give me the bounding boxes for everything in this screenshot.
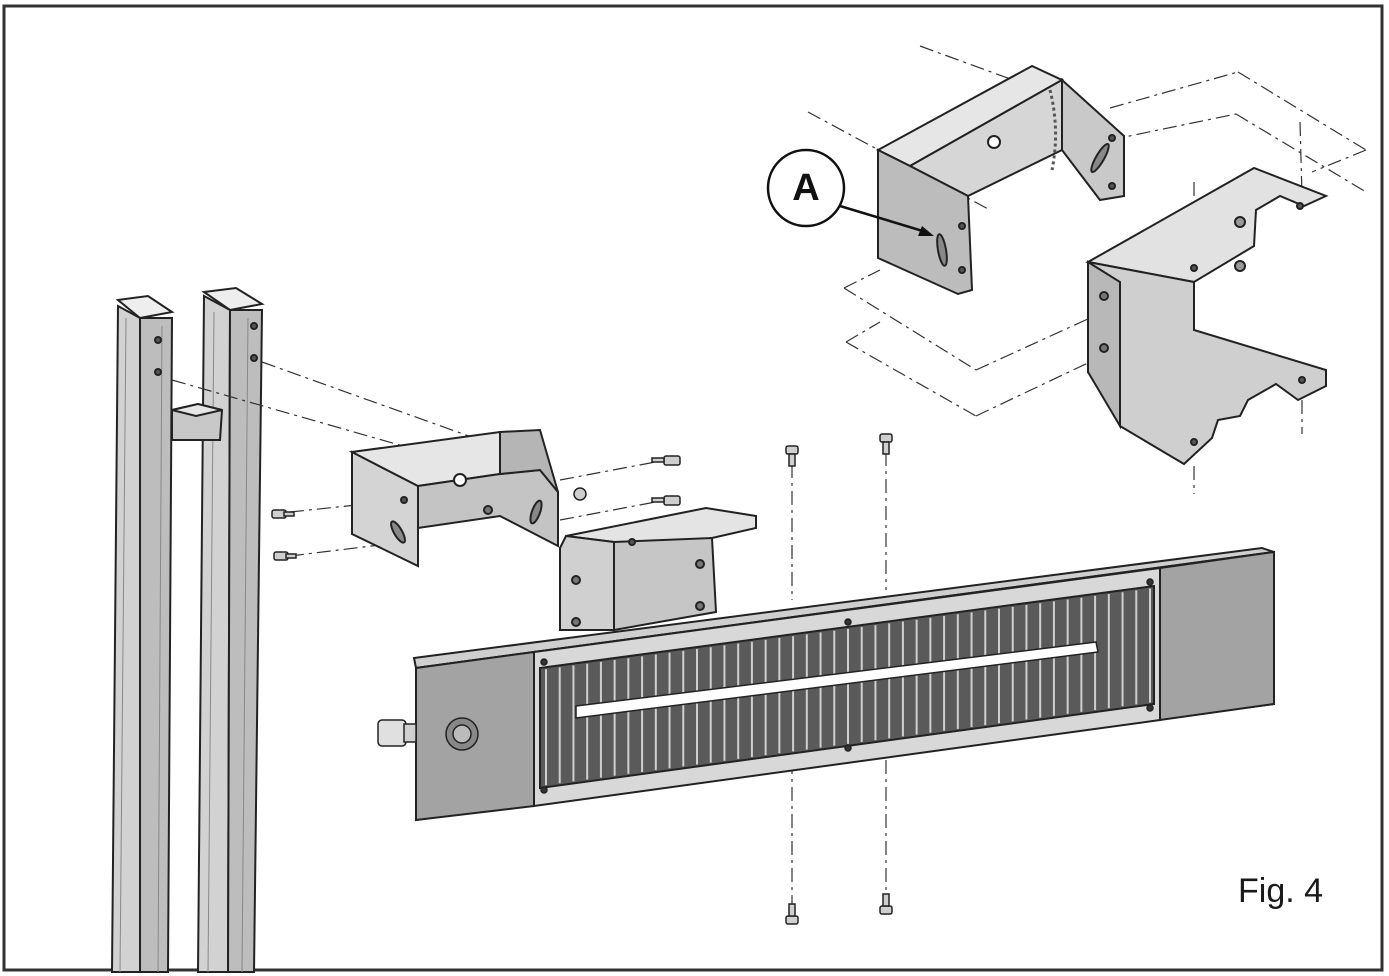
callout-arrow: [839, 204, 927, 234]
post-right-face: [196, 294, 232, 973]
detail-u-bracket: [875, 64, 1125, 296]
heater-mount-bracket: [559, 506, 757, 632]
figure-border: [2, 4, 1384, 972]
screw-icon: [879, 433, 893, 443]
cable-gland: [377, 719, 407, 747]
post-left-face: [110, 304, 141, 973]
screws-vertical: [785, 433, 893, 925]
screw-icon: [785, 445, 799, 455]
mounting-posts: [110, 286, 265, 973]
end-cap-right: [1159, 550, 1275, 722]
callout-circle: [766, 148, 846, 228]
figure-caption: Fig. 4: [1238, 872, 1324, 910]
post-left-top: [115, 294, 175, 320]
screw-icon: [663, 495, 681, 506]
nut-icon: [573, 487, 587, 501]
detail-heater-mount: [1085, 166, 1329, 466]
u-bracket-lower: [348, 428, 559, 568]
screw-icon: [879, 905, 893, 915]
screws-lower-bracket: [271, 455, 681, 561]
post-right-top: [201, 286, 265, 312]
callout-label: A: [792, 167, 820, 209]
screw-icon: [785, 915, 799, 925]
arrowhead-icon: [918, 226, 934, 236]
heater-details: [377, 578, 1154, 794]
screw-icon: [663, 455, 681, 466]
post-left-front: [139, 317, 174, 973]
heating-element: [575, 641, 1099, 719]
